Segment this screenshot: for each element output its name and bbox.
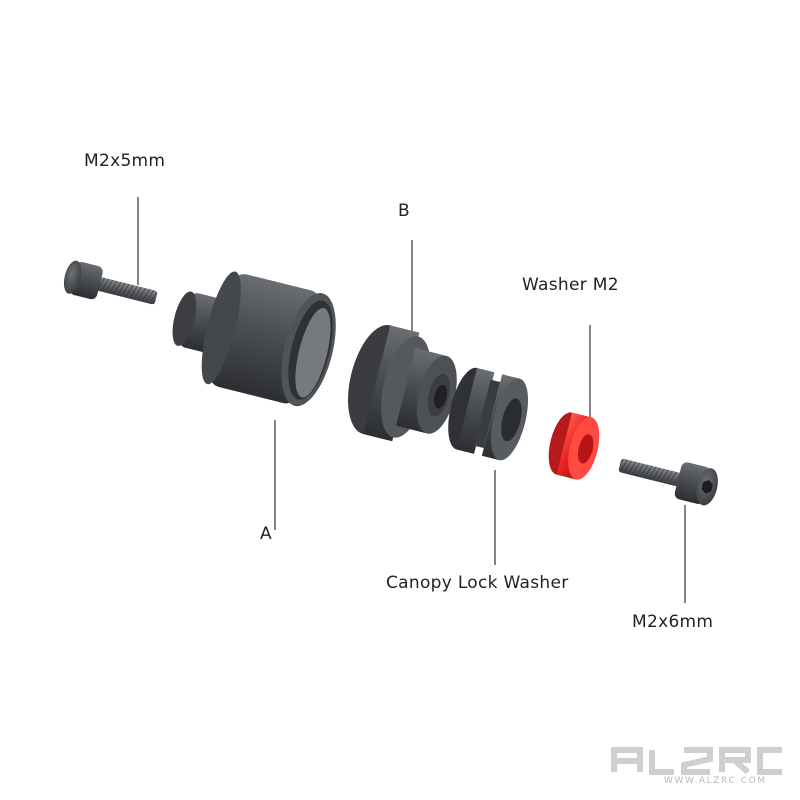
screw-m2x6	[618, 458, 718, 506]
part-a	[172, 271, 336, 407]
brand-url: WWW.ALZRC.COM	[664, 776, 767, 786]
screw-m2x5	[63, 260, 158, 305]
part-b	[348, 324, 457, 442]
leader-lines	[137, 197, 686, 603]
label-part-a: A	[260, 524, 272, 544]
label-canopy-lock-washer: Canopy Lock Washer	[386, 573, 569, 593]
label-screw-m2x6: M2x6mm	[632, 612, 714, 632]
washer-m2	[548, 412, 600, 480]
canopy-lock-washer	[448, 367, 529, 461]
label-part-b: B	[398, 201, 410, 221]
label-screw-m2x5: M2x5mm	[84, 151, 166, 171]
label-washer-m2: Washer M2	[522, 275, 619, 295]
alzrc-logo	[611, 747, 782, 775]
